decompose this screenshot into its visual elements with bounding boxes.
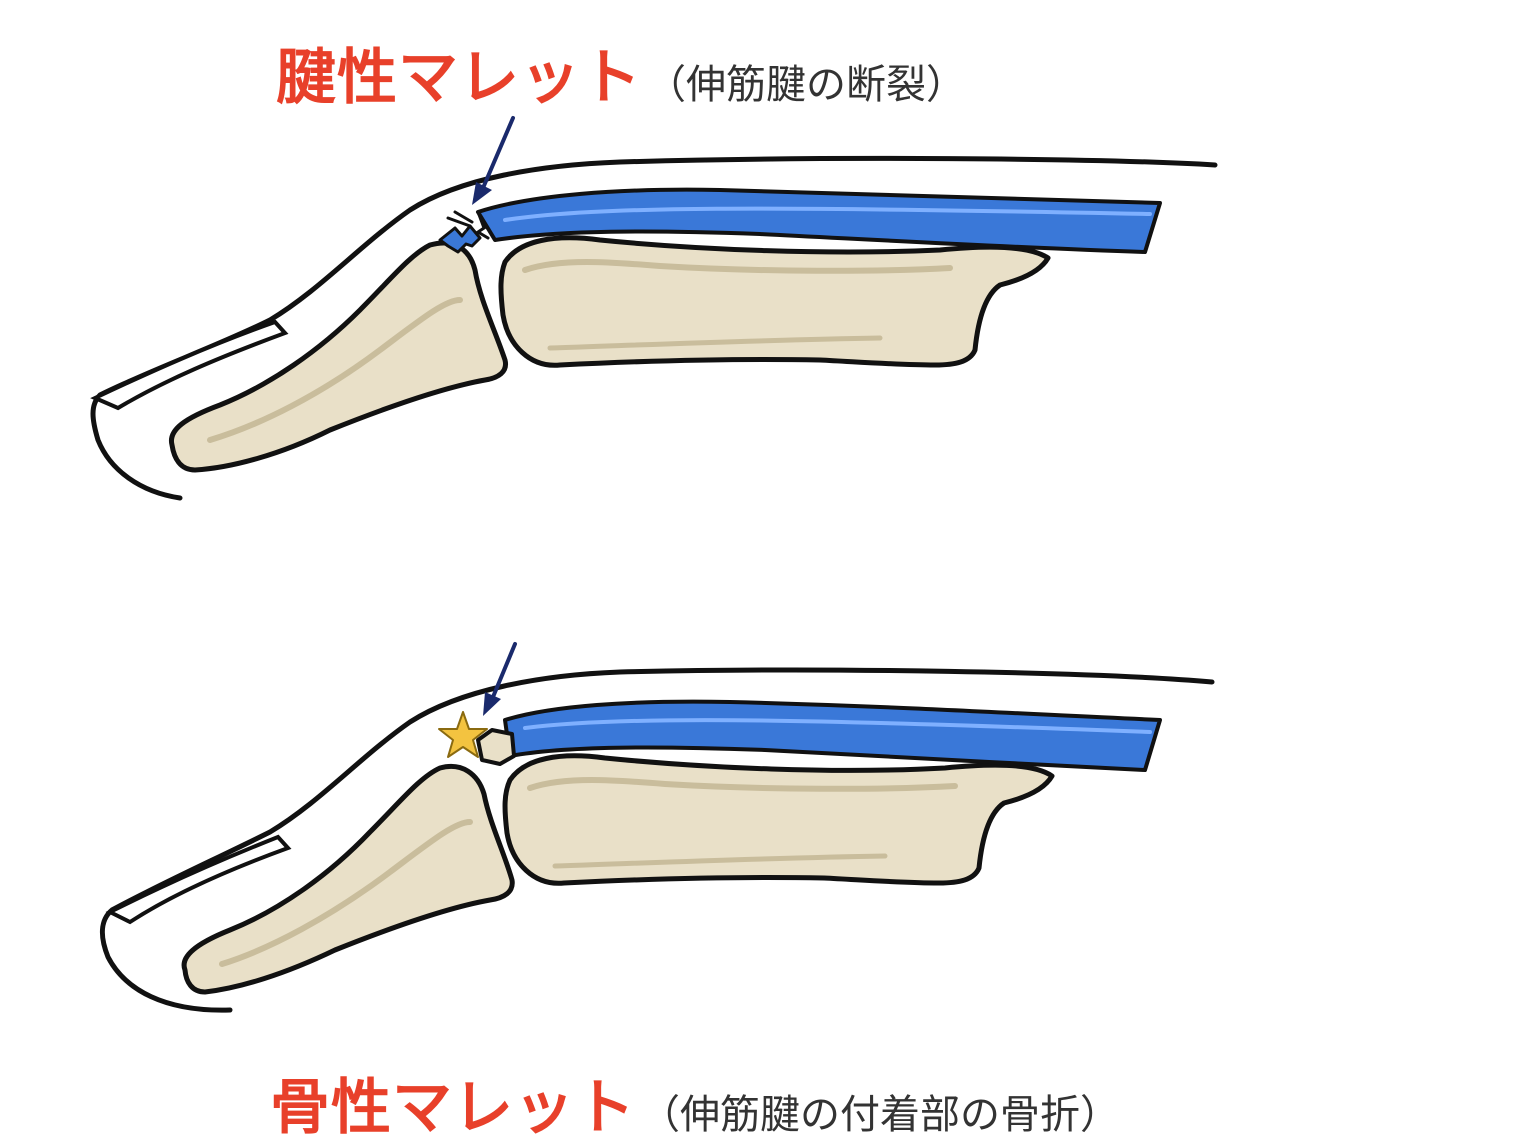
fingernail — [105, 834, 292, 925]
avulsed-bone-fragment — [476, 728, 516, 766]
distal-phalanx-bone — [181, 764, 515, 995]
extensor-tendon — [476, 187, 1162, 254]
finger-outline — [100, 667, 1215, 1013]
tendon-mallet-heading: 腱性マレット（伸筋腱の断裂） — [276, 48, 966, 108]
fingernail — [90, 319, 289, 411]
bony-mallet-heading: 骨性マレット（伸筋腱の付着部の骨折） — [270, 1078, 1120, 1138]
tendon-mallet-panel: 腱性マレット（伸筋腱の断裂） — [0, 0, 1536, 512]
ruptured-tendon-stump — [438, 224, 482, 254]
fracture-star-icon — [438, 711, 488, 758]
rupture-pointer-arrow — [472, 116, 515, 205]
fracture-pointer-arrow — [483, 642, 517, 716]
rupture-fibers — [446, 210, 490, 240]
bony-mallet-subtitle: （伸筋腱の付着部の骨折） — [640, 1092, 1120, 1138]
tendon-mallet-subtitle: （伸筋腱の断裂） — [646, 62, 966, 108]
bony-mallet-panel: 骨性マレット（伸筋腱の付着部の骨折） — [0, 512, 1536, 1138]
tendon-mallet-diagram — [90, 116, 1218, 501]
bony-mallet-diagram — [100, 642, 1215, 1013]
tendon-mallet-title: 腱性マレット — [276, 43, 642, 113]
bony-mallet-title: 骨性マレット — [270, 1073, 636, 1143]
finger-outline — [90, 155, 1218, 501]
distal-phalanx-bone — [168, 240, 509, 473]
